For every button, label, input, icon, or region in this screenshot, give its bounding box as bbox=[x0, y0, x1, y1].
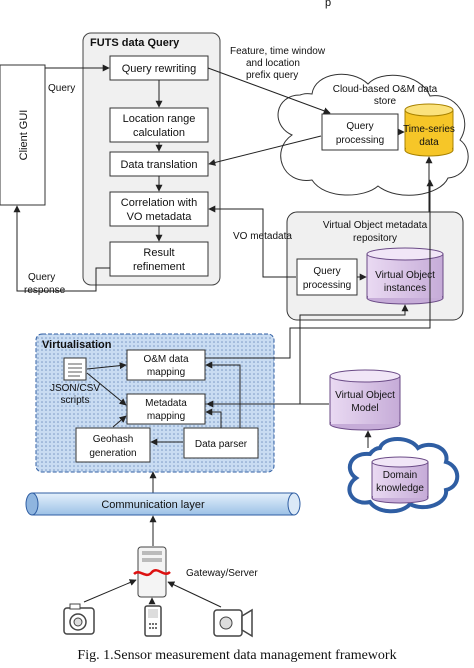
gateway-label: Gateway/Server bbox=[186, 568, 258, 579]
feature-query-arrow bbox=[207, 67, 331, 115]
client-gui-label: Client GUI bbox=[18, 110, 30, 161]
header-fragment: p bbox=[325, 0, 331, 9]
json-csv-line1: JSON/CSV bbox=[50, 383, 100, 394]
query-rewriting: Query rewriting bbox=[122, 63, 197, 75]
domain-knowledge-line1: Domain bbox=[383, 470, 417, 481]
om-store-title-line1: Cloud-based O&M data bbox=[333, 84, 438, 95]
metadata-mapping-line1: Metadata bbox=[145, 398, 187, 409]
futs-panel: FUTS data Query Query rewriting Location… bbox=[82, 32, 221, 286]
om-query-processing-line2: processing bbox=[336, 135, 384, 146]
domain-knowledge-line2: knowledge bbox=[376, 483, 424, 494]
location-range-line1: Location range bbox=[123, 113, 196, 125]
geohash-line1: Geohash bbox=[93, 434, 134, 445]
location-range-line2: calculation bbox=[133, 127, 185, 139]
query-response-line1: Query bbox=[28, 272, 55, 283]
vo-model-line2: Model bbox=[351, 403, 378, 414]
domain-knowledge-cloud: Domain knowledge bbox=[347, 437, 460, 514]
vo-metadata-arrow bbox=[208, 205, 296, 278]
data-translation: Data translation bbox=[120, 159, 197, 171]
feature-query-line2: and location bbox=[246, 58, 300, 69]
query-label: Query bbox=[48, 83, 75, 94]
virtualisation-title: Virtualisation bbox=[42, 339, 112, 351]
camera-sensor-icon bbox=[63, 603, 95, 635]
figure-caption: Fig. 1.Sensor measurement data managemen… bbox=[77, 648, 397, 663]
data-parser: Data parser bbox=[195, 439, 248, 450]
vo-query-processing-line2: processing bbox=[303, 280, 351, 291]
om-store-cloud: Cloud-based O&M data store Query process… bbox=[277, 73, 469, 196]
result-refinement-line2: refinement bbox=[133, 261, 185, 273]
vo-instances-line1: Virtual Object bbox=[375, 270, 435, 281]
om-mapping-line2: mapping bbox=[147, 367, 185, 378]
vo-metadata-label: VO metadata bbox=[233, 231, 292, 242]
correlation-line1: Correlation with bbox=[121, 197, 197, 209]
virtualisation-panel: Virtualisation O&M data mapping JSON/CSV… bbox=[35, 333, 275, 473]
vo-query-processing-line1: Query bbox=[313, 266, 340, 277]
timeseries-line1: Time-series bbox=[403, 124, 455, 135]
query-response-arrow bbox=[13, 205, 110, 292]
om-result-arrow bbox=[208, 135, 322, 166]
vo-instances-line2: instances bbox=[384, 283, 426, 294]
timeseries-line2: data bbox=[419, 137, 439, 148]
domain-knowledge-cylinder bbox=[371, 456, 429, 504]
vo-model-line1: Virtual Object bbox=[335, 390, 395, 401]
futs-title: FUTS data Query bbox=[90, 37, 180, 49]
result-refinement-line1: Result bbox=[143, 247, 174, 259]
feature-query-line3: prefix query bbox=[246, 70, 298, 81]
communication-layer-pipe bbox=[25, 492, 301, 516]
vo-repo-title-line2: repository bbox=[353, 233, 397, 244]
om-mapping-line1: O&M data bbox=[143, 354, 188, 365]
om-store-title-line2: store bbox=[374, 96, 397, 107]
gateway-server-icon bbox=[133, 546, 171, 598]
video-camera-sensor-icon bbox=[213, 608, 253, 638]
client-gui-box: Client GUI bbox=[0, 64, 46, 206]
correlation-line2: VO metadata bbox=[127, 211, 193, 223]
om-query-processing-line1: Query bbox=[346, 121, 373, 132]
vo-repository-panel: Virtual Object metadata repository Query… bbox=[286, 211, 464, 321]
phone-sensor-icon bbox=[144, 605, 162, 637]
metadata-mapping-line2: mapping bbox=[147, 411, 185, 422]
json-csv-scripts-icon bbox=[63, 357, 87, 381]
geohash-line2: generation bbox=[89, 448, 136, 459]
vo-repo-title-line1: Virtual Object metadata bbox=[323, 220, 428, 231]
timeseries-cylinder bbox=[404, 103, 454, 157]
communication-layer-label: Communication layer bbox=[101, 499, 205, 511]
query-response-line2: response bbox=[24, 285, 66, 296]
feature-query-line1: Feature, time window bbox=[230, 46, 326, 57]
vo-model-cylinder bbox=[329, 369, 401, 431]
json-csv-line2: scripts bbox=[61, 395, 90, 406]
